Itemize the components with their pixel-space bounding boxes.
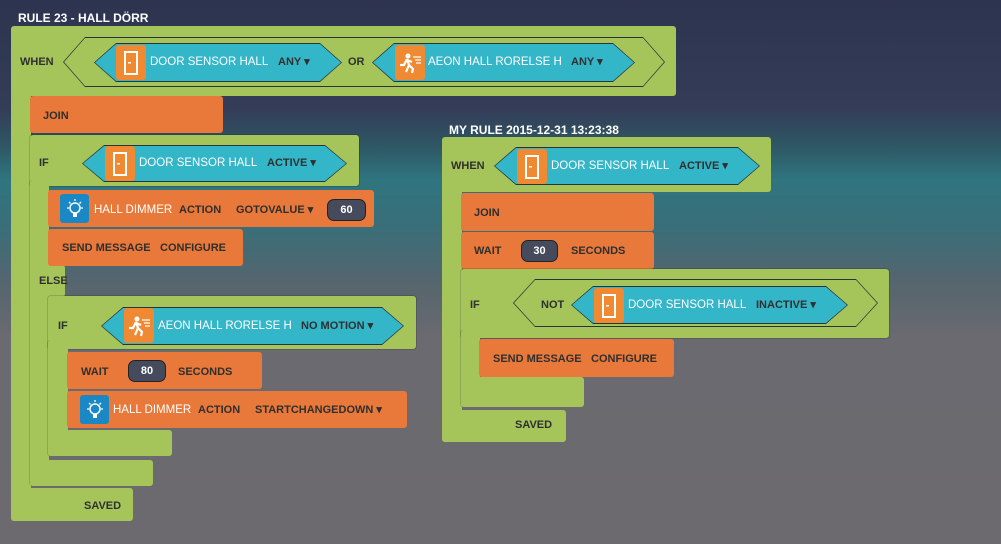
if-label: IF (470, 299, 480, 311)
wait-unit: SECONDS (178, 366, 233, 378)
device-name: DOOR SENSOR HALL (139, 157, 258, 169)
device-name: DOOR SENSOR HALL (628, 299, 747, 311)
or-label: OR (348, 56, 365, 68)
door-icon (105, 146, 135, 181)
else-label: ELSE (39, 275, 68, 287)
bulb-icon (80, 395, 109, 424)
message-value[interactable]: CONFIGURE (160, 242, 226, 254)
motion-icon (395, 45, 425, 80)
state-dropdown[interactable]: INACTIVE ▾ (756, 299, 816, 311)
state-dropdown[interactable]: ACTIVE ▾ (267, 157, 316, 169)
door-icon (517, 149, 547, 184)
action-dropdown[interactable]: GOTOVALUE ▾ (236, 204, 314, 216)
action-block[interactable] (67, 391, 407, 428)
saved-status: SAVED (515, 419, 553, 431)
value-input[interactable]: 60 (327, 199, 366, 221)
if-label: IF (39, 157, 49, 169)
saved-status: SAVED (84, 500, 122, 512)
device-name: AEON HALL RORELSE H (158, 320, 292, 332)
device-name: DOOR SENSOR HALL (150, 56, 269, 68)
join-block[interactable] (461, 193, 654, 231)
rule-title: MY RULE 2015-12-31 13:23:38 (449, 123, 619, 137)
wait-label: WAIT (81, 366, 109, 378)
send-message-block[interactable] (479, 339, 674, 377)
device-name: HALL DIMMER (113, 404, 192, 416)
join-block[interactable] (30, 96, 223, 133)
join-label: JOIN (474, 207, 500, 219)
not-label: NOT (541, 299, 565, 311)
state-dropdown[interactable]: ANY ▾ (278, 56, 310, 68)
send-label: SEND MESSAGE (62, 242, 151, 254)
door-icon (116, 45, 146, 80)
door-icon (594, 288, 624, 323)
bulb-icon (60, 194, 89, 223)
device-name: HALL DIMMER (94, 204, 173, 216)
state-dropdown[interactable]: ACTIVE ▾ (679, 160, 728, 172)
send-label: SEND MESSAGE (493, 353, 582, 365)
join-label: JOIN (43, 110, 69, 122)
action-label: ACTION (198, 404, 241, 416)
state-dropdown[interactable]: NO MOTION ▾ (301, 320, 374, 332)
if-label: IF (58, 320, 68, 332)
wait-unit: SECONDS (571, 245, 626, 257)
send-message-block[interactable] (48, 229, 243, 266)
message-value[interactable]: CONFIGURE (591, 353, 657, 365)
action-block[interactable] (48, 190, 374, 227)
state-dropdown[interactable]: ANY ▾ (571, 56, 603, 68)
motion-icon (124, 308, 154, 343)
wait-value-input[interactable]: 80 (128, 360, 166, 382)
device-name: DOOR SENSOR HALL (551, 160, 670, 172)
action-label: ACTION (179, 204, 222, 216)
when-label: WHEN (451, 160, 485, 172)
device-name: AEON HALL RORELSE H (428, 56, 562, 68)
rule-title: RULE 23 - HALL DÖRR (18, 11, 149, 25)
when-label: WHEN (20, 56, 54, 68)
wait-value-input[interactable]: 30 (521, 240, 558, 262)
wait-label: WAIT (474, 245, 502, 257)
action-dropdown[interactable]: STARTCHANGEDOWN ▾ (255, 404, 382, 416)
